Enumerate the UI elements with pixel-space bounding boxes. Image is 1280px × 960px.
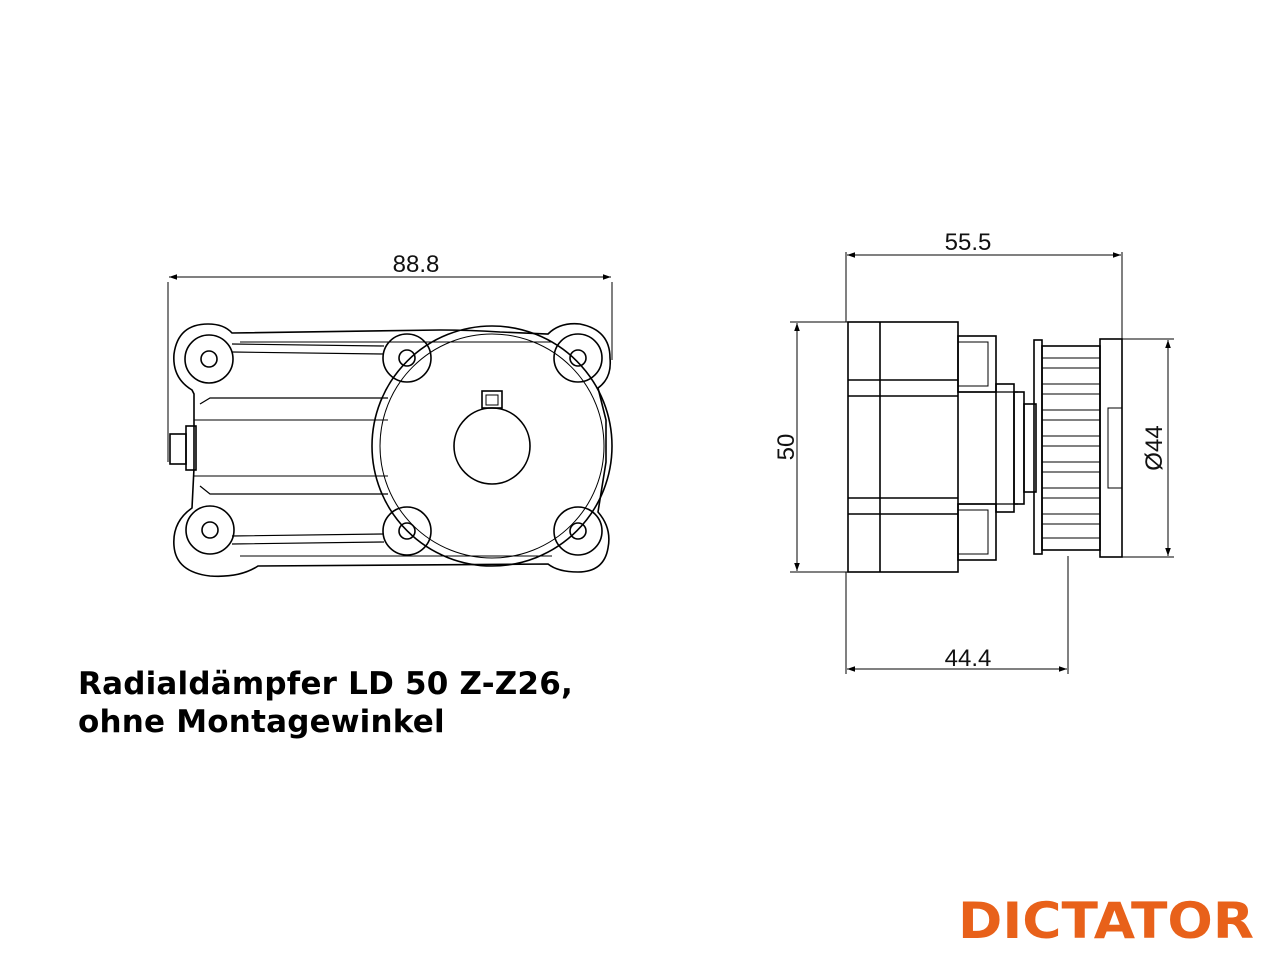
keyway bbox=[481, 390, 503, 409]
rotor-bore bbox=[453, 407, 531, 485]
housing-body bbox=[847, 321, 959, 573]
pulley-teeth bbox=[1041, 345, 1101, 551]
shaft-stub bbox=[169, 433, 187, 465]
mounting-hole-top-right bbox=[553, 333, 603, 383]
dimension-front-width bbox=[167, 274, 613, 462]
boss-bottom bbox=[957, 503, 997, 561]
boss-top bbox=[957, 335, 997, 393]
mounting-hole-bottom-middle bbox=[382, 506, 432, 556]
dimension-label-pulley-offset: 44.4 bbox=[945, 645, 992, 672]
dimension-label-front-width: 88.8 bbox=[393, 251, 440, 278]
product-title-line-1: Radialdämpfer LD 50 Z-Z26, bbox=[78, 666, 573, 702]
dictator-logo: DICTATOR bbox=[958, 892, 1254, 946]
dimension-label-side-height: 50 bbox=[773, 434, 800, 461]
rotor-outer bbox=[371, 325, 613, 567]
mounting-hole-top-left bbox=[184, 334, 234, 384]
product-title-line-2: ohne Montagewinkel bbox=[78, 704, 445, 740]
dimension-side-length bbox=[845, 252, 1123, 340]
mounting-hole-bottom-right bbox=[553, 506, 603, 556]
mounting-hole-bottom-left bbox=[185, 505, 235, 555]
side-view bbox=[790, 252, 1174, 674]
dimension-pulley-offset bbox=[845, 556, 1069, 674]
mounting-hole-top-middle bbox=[382, 333, 432, 383]
dimension-side-height bbox=[790, 321, 850, 573]
shaft bbox=[995, 383, 1015, 513]
dimension-label-pulley-diameter: Ø44 bbox=[1141, 425, 1168, 470]
front-view bbox=[167, 274, 613, 578]
housing-outline bbox=[173, 322, 612, 578]
logo-text: DICTATOR bbox=[958, 892, 1254, 946]
pulley-flange-left bbox=[1033, 339, 1043, 555]
dimension-label-side-length: 55.5 bbox=[945, 229, 992, 256]
pulley-flange-right bbox=[1099, 338, 1123, 558]
